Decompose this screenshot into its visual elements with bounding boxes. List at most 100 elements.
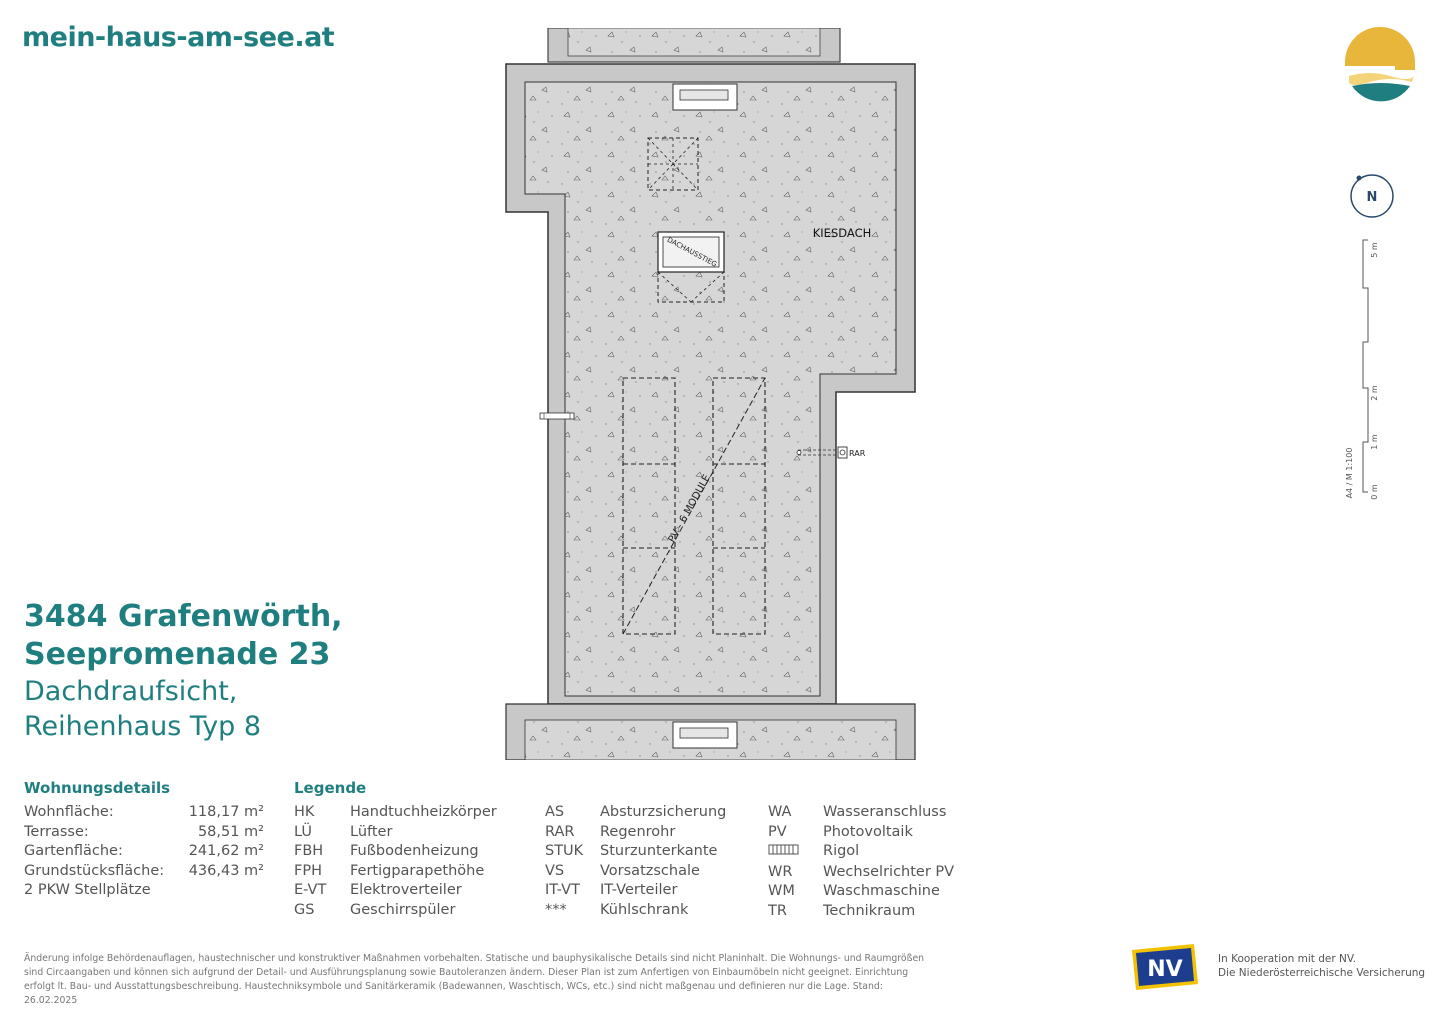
legend-abbr: PV xyxy=(768,823,787,840)
legend-text: Regenrohr xyxy=(600,823,676,840)
nv-logo-text: NV xyxy=(1147,957,1182,982)
legend-abbr: TR xyxy=(768,902,787,919)
north-arrow-icon: N xyxy=(1350,174,1394,218)
disclaimer-line: Änderung infolge Behördenauflagen, haust… xyxy=(24,953,925,964)
legend-abbr: WM xyxy=(768,883,795,899)
legend-title: Legende xyxy=(294,779,367,797)
legend-abbr: AS xyxy=(545,804,565,820)
legend-abbr: FPH xyxy=(294,862,322,879)
plan-subtitle: Dachdraufsicht, Reihenhaus Typ 8 xyxy=(24,674,261,744)
legend-text: Absturzsicherung xyxy=(600,804,727,820)
legend-item: WA Wasseranschluss xyxy=(768,803,954,823)
legend-abbr: *** xyxy=(545,901,567,918)
legend-abbr: FBH xyxy=(294,843,324,859)
details-title: Wohnungsdetails xyxy=(24,779,171,797)
legend-abbr: GS xyxy=(294,901,315,918)
scale-format: A4 / M 1:100 xyxy=(1345,448,1354,499)
legend-item: TR Technikraum xyxy=(768,902,954,922)
details-row: Terrasse: 58,51 m² xyxy=(24,823,264,843)
legend-abbr: STUK xyxy=(545,843,584,859)
scale-label-2: 2 m xyxy=(1370,385,1379,401)
legend-item: AS Absturzsicherung xyxy=(545,803,726,823)
legend-item: FPH Fertigparapethöhe xyxy=(294,862,497,882)
rigol-symbol-icon xyxy=(768,842,823,863)
disclaimer-line: erfolgt lt. Bau- und Ausstattungsbeschre… xyxy=(24,981,883,1006)
scale-label-0: 0 m xyxy=(1370,484,1379,500)
legend-item: LÜ Lüfter xyxy=(294,823,497,843)
details-label: Grundstücksfläche: xyxy=(24,862,165,879)
cooperation-note: In Kooperation mit der NV. Die Niederöst… xyxy=(1218,953,1425,980)
legend-item: WM Waschmaschine xyxy=(768,882,954,902)
nv-logo: NV xyxy=(1132,944,1198,990)
scale-label-1: 1 m xyxy=(1370,434,1379,450)
legend-text: Fußbodenheizung xyxy=(350,843,479,859)
legend-item: *** Kühlschrank xyxy=(545,901,726,921)
legend-text: Wechselrichter PV xyxy=(823,863,955,880)
scale-label-5: 5 m xyxy=(1370,242,1379,258)
site-title[interactable]: mein-haus-am-see.at xyxy=(22,22,335,53)
details-value: 58,51 m² xyxy=(197,823,264,840)
legend-abbr: RAR xyxy=(545,823,575,840)
legend-text: Handtuchheizkörper xyxy=(350,804,497,820)
legend-item: PV Photovoltaik xyxy=(768,823,954,843)
details-label: Terrasse: xyxy=(24,823,89,840)
legend-column-3: WA Wasseranschluss PV Photovoltaik Rigol W… xyxy=(768,803,954,921)
details-label: Gartenfläche: xyxy=(24,843,123,859)
north-label: N xyxy=(1367,190,1378,205)
details-value: 118,17 m² xyxy=(188,804,264,820)
disclaimer: Änderung infolge Behördenauflagen, haust… xyxy=(24,952,934,1008)
scale-bar: 5 m 2 m 1 m 0 m A4 / M 1:100 xyxy=(1345,239,1379,500)
subtitle-line-1: Dachdraufsicht, xyxy=(24,676,238,707)
legend-item: HK Handtuchheizkörper xyxy=(294,803,497,823)
legend-abbr: WR xyxy=(768,863,793,880)
coop-line-1: In Kooperation mit der NV. xyxy=(1218,953,1357,965)
legend-text: Lüfter xyxy=(350,823,393,840)
details-table: Wohnfläche: 118,17 m² Terrasse: 58,51 m² G… xyxy=(24,803,264,901)
coop-line-2: Die Niederösterreichische Versicherung xyxy=(1218,966,1426,979)
details-label: Wohnfläche: xyxy=(24,804,114,820)
address-line-2: Seepromenade 23 xyxy=(24,637,331,672)
legend-text: Vorsatzschale xyxy=(600,862,700,879)
legend-abbr: VS xyxy=(545,862,565,879)
legend-item: Rigol xyxy=(768,842,954,863)
legend-item: RAR Regenrohr xyxy=(545,823,726,843)
legend-text: Waschmaschine xyxy=(823,883,940,899)
sun-lake-logo xyxy=(1345,27,1415,102)
details-row: Grundstücksfläche: 436,43 m² xyxy=(24,862,264,882)
details-value: 436,43 m² xyxy=(188,862,264,879)
legend-abbr: WA xyxy=(768,804,792,820)
legend-column-2: AS Absturzsicherung RAR Regenrohr STUK Stur… xyxy=(545,803,726,920)
details-row: Gartenfläche: 241,62 m² xyxy=(24,842,264,862)
details-row: Wohnfläche: 118,17 m² xyxy=(24,803,264,823)
address-heading: 3484 Grafenwörth, Seepromenade 23 xyxy=(24,598,343,674)
legend-item: GS Geschirrspüler xyxy=(294,901,497,921)
legend-text: Technikraum xyxy=(823,902,916,919)
legend-item: E-VT Elektroverteiler xyxy=(294,881,497,901)
legend-text: IT-Verteiler xyxy=(600,882,678,898)
legend-abbr: E-VT xyxy=(294,882,327,898)
legend-text: Elektroverteiler xyxy=(350,882,462,898)
rar-label: RAR xyxy=(849,449,866,458)
legend-text: Kühlschrank xyxy=(600,901,689,918)
legend-text: Sturzunterkante xyxy=(600,843,718,859)
details-value: 241,62 m² xyxy=(188,843,264,859)
roof-label: KIESDACH xyxy=(813,226,872,240)
disclaimer-line: sind Circaangaben und können sich aufgru… xyxy=(24,967,909,978)
roof-plan: DACHAUSSTIEG KIESDACH PV - 6 MODULE RAR xyxy=(505,28,916,760)
legend-text: Fertigparapethöhe xyxy=(350,862,485,879)
legend-item: STUK Sturzunterkante xyxy=(545,842,726,862)
legend-text: Rigol xyxy=(823,843,860,859)
details-row: 2 PKW Stellplätze xyxy=(24,881,264,901)
details-label: 2 PKW Stellplätze xyxy=(24,882,151,898)
legend-item: FBH Fußbodenheizung xyxy=(294,842,497,862)
legend-text: Photovoltaik xyxy=(823,823,913,840)
legend-column-1: HK Handtuchheizkörper LÜ Lüfter FBH Fußbode… xyxy=(294,803,497,920)
legend-item: VS Vorsatzschale xyxy=(545,862,726,882)
legend-abbr: HK xyxy=(294,804,315,820)
legend-text: Geschirrspüler xyxy=(350,901,456,918)
address-line-1: 3484 Grafenwörth, xyxy=(24,599,343,634)
legend-item: WR Wechselrichter PV xyxy=(768,863,954,883)
legend-abbr: LÜ xyxy=(294,823,312,840)
legend-text: Wasseranschluss xyxy=(823,804,947,820)
